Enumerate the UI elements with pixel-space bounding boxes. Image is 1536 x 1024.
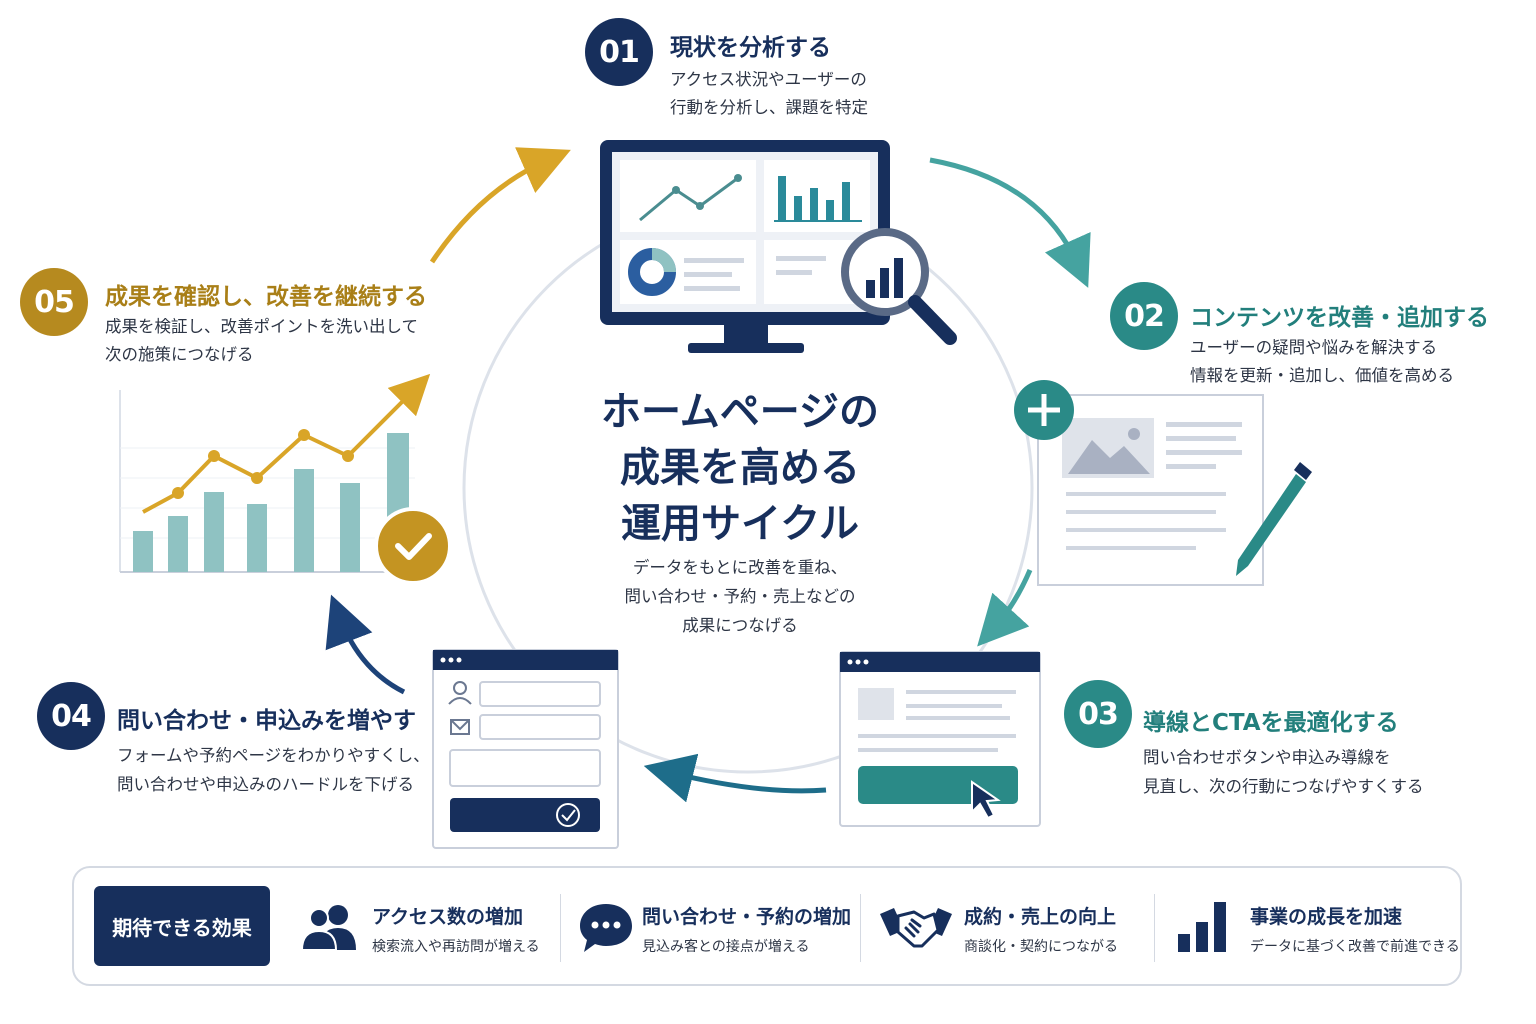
effect-3-title: 成約・売上の向上 [964, 906, 1117, 928]
cycle-title: ホームページの 成果を高める 運用サイクル [560, 384, 920, 552]
step-05-desc-line-1: 成果を検証し、改善ポイントを洗い出して [105, 317, 419, 336]
users-icon [300, 905, 356, 951]
step-02-desc-line-1: ユーザーの疑問や悩みを解決する [1190, 338, 1438, 357]
effect-1-title: アクセス数の増加 [372, 906, 524, 928]
step-02-title: コンテンツを改善・追加する [1190, 305, 1489, 331]
cycle-description: データをもとに改善を重ね、 問い合わせ・予約・売上などの 成果につなげる [580, 553, 900, 640]
effect-4-sub: データに基づく改善で前進できる [1250, 939, 1460, 955]
arrow-04-to-05 [325, 594, 406, 695]
cycle-title-line-2: 成果を高める [620, 445, 860, 491]
step-02-badge: 02 [1110, 282, 1178, 350]
effect-divider [560, 894, 561, 962]
step-03-desc-line-2: 見直し、次の行動につなげやすくする [1143, 777, 1424, 796]
effect-2-sub: 見込み客との接点が増える [642, 939, 810, 955]
effect-1-sub: 検索流入や再訪問が増える [372, 939, 540, 955]
step-01-desc-line-1: アクセス状況やユーザーの [670, 70, 867, 89]
step-05-desc-line-2: 次の施策につなげる [105, 345, 254, 364]
chat-bubble-icon [580, 904, 632, 952]
expected-effects-label: 期待できる効果 [94, 886, 270, 966]
handshake-icon [880, 908, 952, 948]
cycle-title-line-3: 運用サイクル [621, 501, 859, 547]
step-04-title: 問い合わせ・申込みを増やす [117, 708, 416, 734]
cycle-title-line-1: ホームページの [601, 389, 879, 435]
growth-chart-icon [119, 373, 452, 585]
step-04-desc-line-2: 問い合わせや申込みのハードルを下げる [117, 775, 414, 794]
effect-3-sub: 商談化・契約につながる [964, 939, 1118, 955]
arrow-03-to-04 [643, 753, 827, 803]
effect-divider [1154, 894, 1155, 962]
step-04-badge: 04 [37, 682, 105, 750]
step-05-title: 成果を確認し、改善を継続する [105, 284, 427, 310]
arrow-05-to-01 [429, 147, 571, 264]
arrow-02-to-03 [977, 569, 1033, 647]
step-03-badge: 03 [1064, 680, 1132, 748]
step-01-desc-line-2: 行動を分析し、課題を特定 [670, 98, 868, 117]
cycle-desc-line-2: 問い合わせ・予約・売上などの [624, 587, 856, 606]
contact-form-icon [432, 649, 619, 849]
effect-divider [860, 894, 861, 962]
cta-browser-icon [839, 651, 1041, 827]
step-03-title: 導線とCTAを最適化する [1143, 710, 1399, 736]
effect-2-title: 問い合わせ・予約の増加 [642, 906, 852, 928]
cycle-desc-line-3: 成果につなげる [682, 616, 798, 635]
step-01-title: 現状を分析する [670, 35, 831, 61]
arrow-01-to-02 [929, 157, 1091, 288]
step-01-badge: 01 [585, 18, 653, 86]
step-03-desc-line-1: 問い合わせボタンや申込み導線を [1143, 748, 1391, 767]
bar-chart-icon [1178, 902, 1226, 952]
document-edit-icon [1014, 380, 1312, 586]
cycle-desc-line-1: データをもとに改善を重ね、 [632, 558, 848, 577]
analytics-monitor-icon [600, 140, 957, 353]
expected-effects-panel: 期待できる効果 アクセス数の増加 検索流入や再訪問が増える 問い合わせ・予約の増… [72, 866, 1462, 986]
step-04-desc-line-1: フォームや予約ページをわかりやすくし、 [117, 746, 430, 765]
effect-4-title: 事業の成長を加速 [1250, 906, 1403, 928]
step-05-badge: 05 [20, 268, 88, 336]
step-02-desc-line-2: 情報を更新・追加し、価値を高める [1190, 366, 1454, 385]
